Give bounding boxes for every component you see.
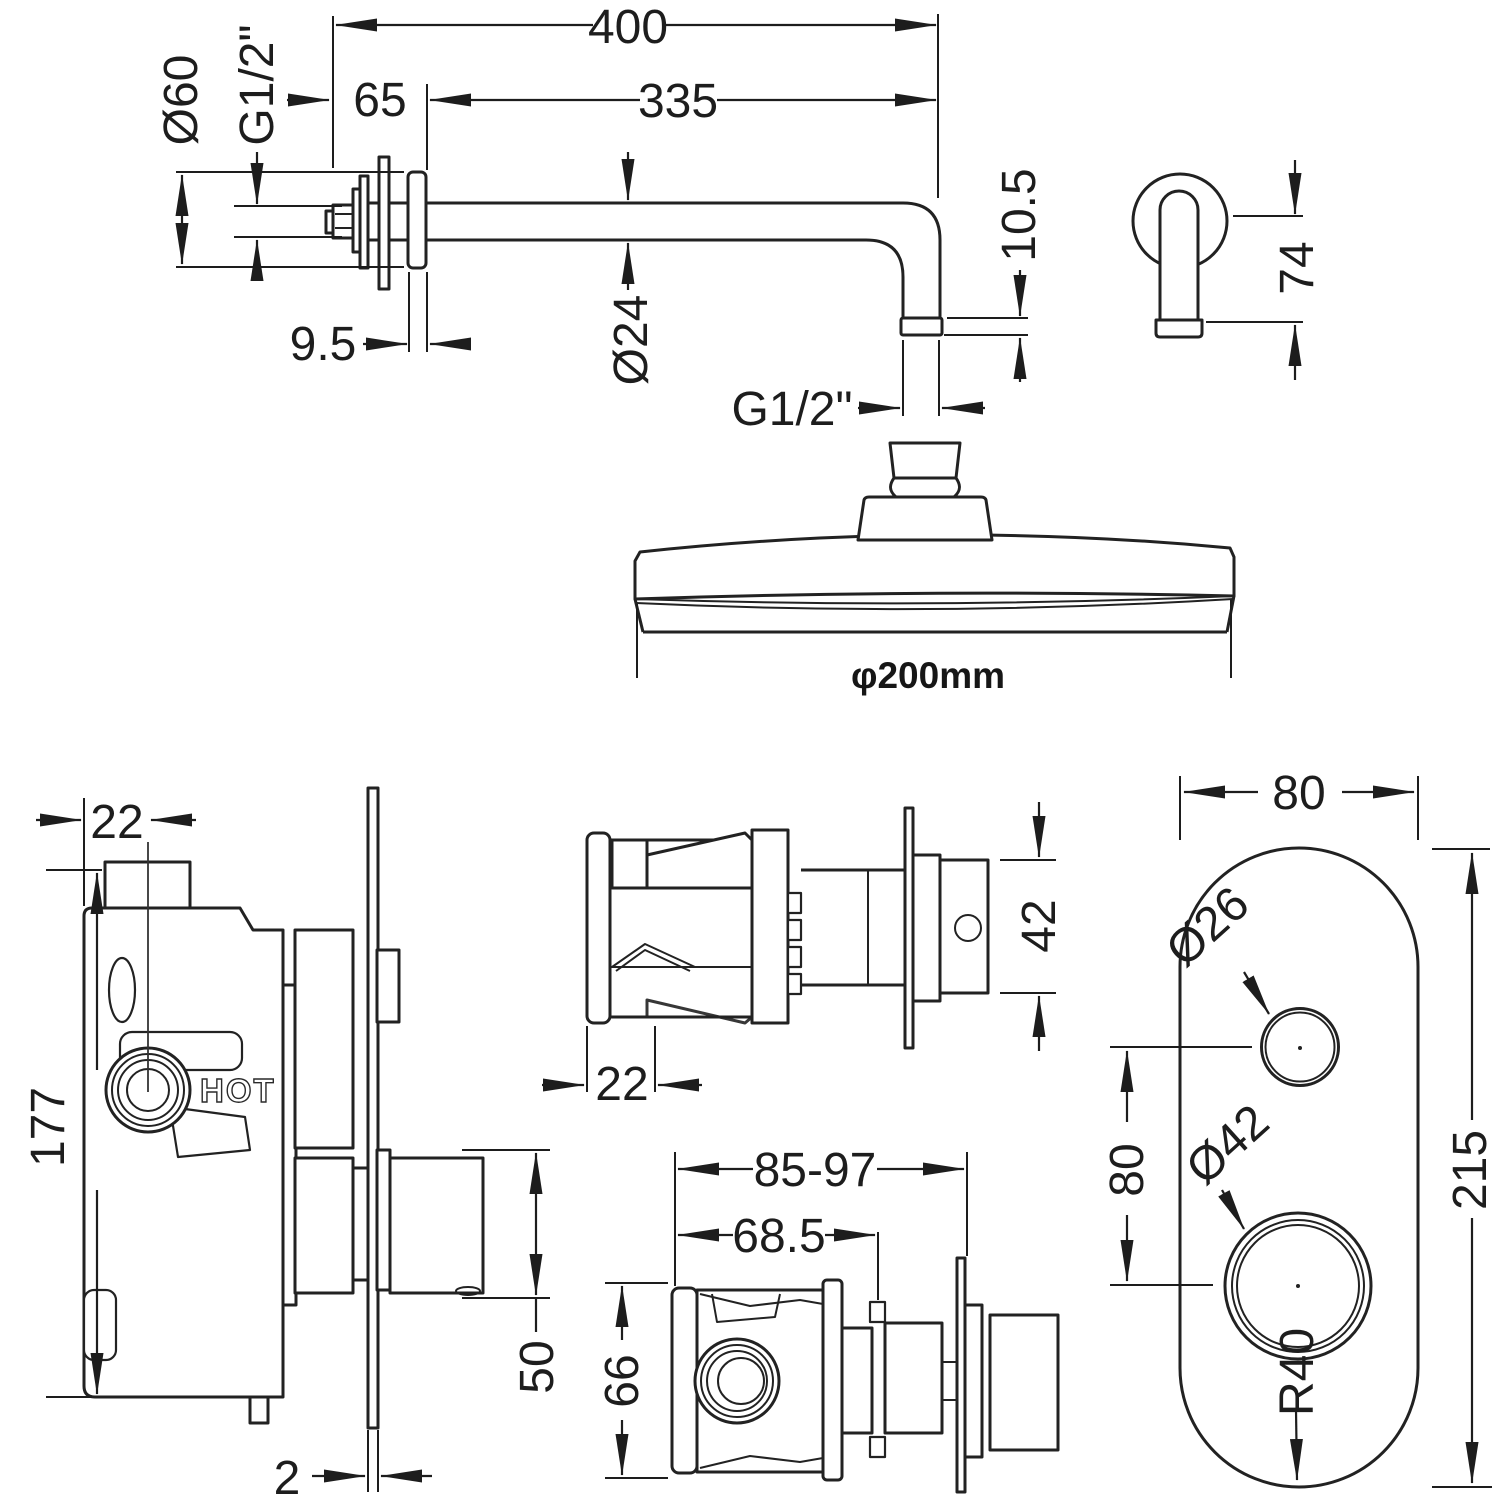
dim-body-height-front: 66 — [596, 1354, 649, 1407]
dim-body-height-side: 177 — [22, 1087, 75, 1167]
valve-body-side-view: HOT 22 177 50 2 — [22, 786, 564, 1500]
dim-depth-to-flange: 68.5 — [732, 1210, 825, 1263]
dim-knob-length: 50 — [511, 1340, 564, 1393]
dim-outlet-height: 74 — [1271, 241, 1324, 294]
shower-head-view: φ200mm — [633, 441, 1236, 696]
dim-inlet-offset-plan: 22 — [595, 1058, 648, 1111]
dim-plate-width: 80 — [1272, 767, 1325, 820]
dim-collar-height: 10.5 — [993, 168, 1046, 261]
dim-overall-length: 400 — [588, 1, 668, 54]
dim-plate-thickness: 2 — [274, 1452, 301, 1500]
dim-head-diameter: φ200mm — [851, 655, 1005, 696]
faceplate-front-view: 80 Ø26 Ø42 80 215 R40 — [1101, 767, 1497, 1489]
dim-top-knob-diameter: Ø26 — [1156, 877, 1259, 977]
wall-outlet-front-view: 74 — [1131, 160, 1324, 380]
dim-depth-range: 85-97 — [754, 1144, 877, 1197]
dim-tube-diameter: Ø24 — [605, 295, 658, 386]
dim-flange-thickness: 9.5 — [290, 318, 357, 371]
hot-port-label: HOT — [200, 1072, 276, 1109]
dim-corner-radius: R40 — [1271, 1328, 1324, 1416]
valve-body-plan-view: 22 42 — [542, 802, 1066, 1111]
dim-bottom-knob-diameter: Ø42 — [1176, 1095, 1279, 1195]
dim-plate-height: 215 — [1444, 1130, 1497, 1210]
valve-body-front-view: 85-97 68.5 66 — [596, 1144, 1060, 1494]
dim-arm-length: 335 — [638, 75, 718, 128]
shower-arm-side-view: 400 335 65 Ø60 G1/2" 9.5 Ø24 10 — [155, 1, 1046, 436]
dim-knob-centres: 80 — [1101, 1143, 1154, 1196]
dim-wall-offset: 65 — [353, 74, 406, 127]
dim-knob-diameter: 42 — [1013, 899, 1066, 952]
dim-inlet-offset-side: 22 — [90, 796, 143, 849]
dim-flange-diameter: Ø60 — [155, 55, 208, 146]
dim-outlet-thread: G1/2" — [731, 383, 852, 436]
dim-inlet-thread: G1/2" — [231, 24, 284, 145]
